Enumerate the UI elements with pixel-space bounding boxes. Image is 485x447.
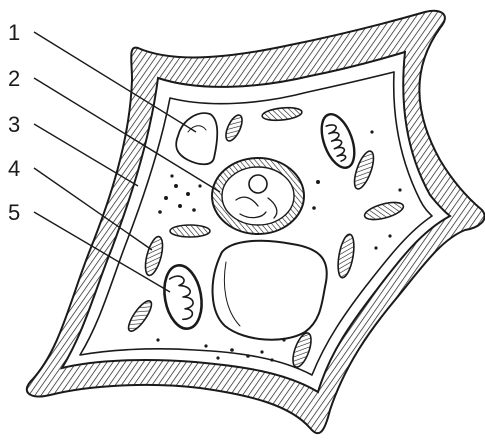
mitochondrion-right	[315, 110, 360, 172]
label-2: 2	[8, 66, 20, 91]
label-3: 3	[8, 112, 20, 137]
label-1: 1	[8, 20, 20, 45]
nucleus	[212, 158, 304, 234]
vacuole	[213, 241, 327, 340]
vacuole-shading	[224, 262, 240, 326]
label-5: 5	[8, 200, 20, 225]
organelle-1	[176, 113, 217, 164]
label-4: 4	[8, 156, 20, 181]
mitochondrion-left	[160, 262, 207, 331]
chloroplast	[261, 106, 302, 122]
chloroplast	[170, 225, 210, 237]
chloroplast	[142, 235, 166, 277]
chloroplast	[125, 298, 155, 334]
chloroplast	[335, 233, 356, 279]
chloroplast	[363, 199, 405, 223]
chloroplast	[223, 113, 246, 143]
